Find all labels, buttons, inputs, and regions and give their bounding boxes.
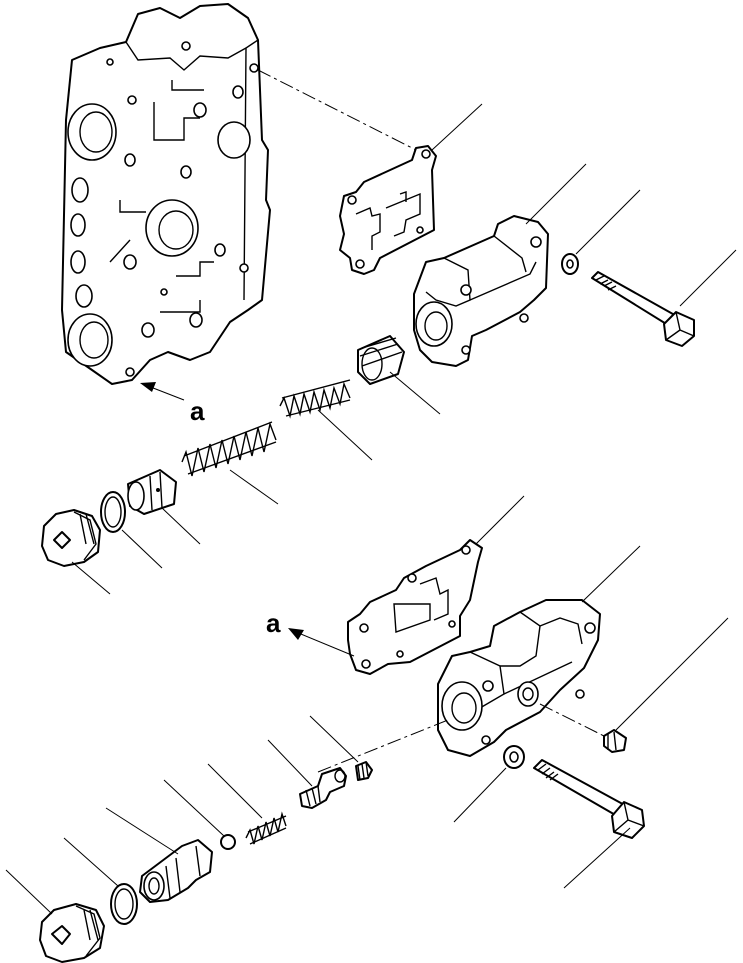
lower-callout-label: a bbox=[266, 608, 281, 638]
small-plug-screw bbox=[603, 729, 627, 753]
valve-body bbox=[61, 3, 271, 385]
ball bbox=[220, 834, 236, 850]
small-cylinder bbox=[355, 761, 373, 781]
alignment-line-upper bbox=[257, 69, 421, 153]
lower-o-ring bbox=[110, 883, 138, 925]
upper-o-ring bbox=[100, 491, 126, 533]
lower-spool bbox=[299, 767, 347, 809]
upper-washer bbox=[561, 253, 579, 275]
lower-plug-cap bbox=[39, 903, 105, 963]
alignment-line-lower bbox=[317, 719, 449, 773]
lower-washer bbox=[503, 745, 525, 769]
lower-bolt bbox=[533, 759, 645, 839]
upper-long-spring bbox=[279, 379, 351, 419]
upper-gasket bbox=[339, 145, 437, 275]
upper-bolt bbox=[591, 271, 695, 347]
upper-plug bbox=[127, 469, 177, 515]
upper-cap-housing bbox=[413, 215, 549, 367]
lower-cap-housing bbox=[437, 599, 601, 757]
lower-leader-lines bbox=[5, 495, 729, 915]
upper-spool-cup bbox=[357, 335, 405, 385]
upper-plug-cap bbox=[41, 509, 101, 567]
lower-callout-a: a bbox=[266, 608, 355, 657]
alignment-line-plug bbox=[539, 703, 605, 737]
lower-sleeve bbox=[139, 839, 213, 903]
lower-gasket bbox=[347, 539, 483, 675]
upper-leader-lines bbox=[71, 103, 737, 595]
large-spring bbox=[181, 421, 277, 477]
upper-callout-label: a bbox=[190, 396, 205, 426]
lower-small-spring bbox=[245, 811, 287, 845]
upper-callout-a: a bbox=[140, 382, 205, 426]
